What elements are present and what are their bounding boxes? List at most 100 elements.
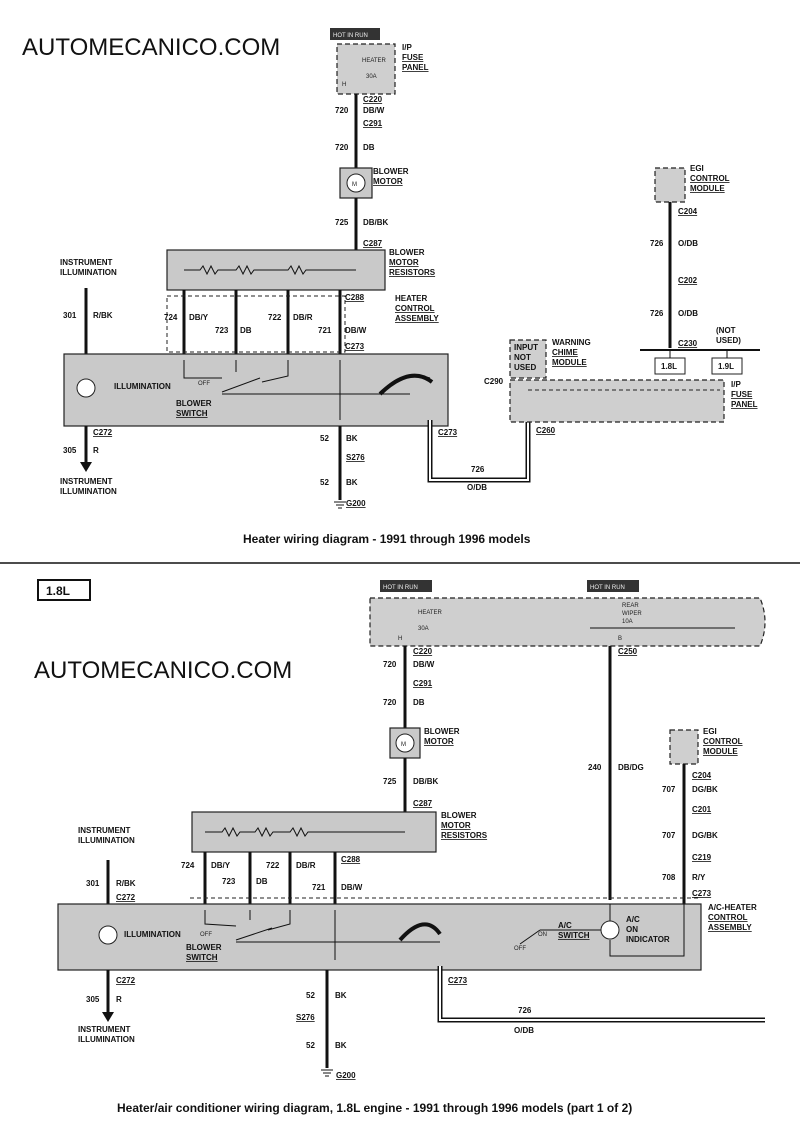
conn-c273-bottom: C273 [438, 428, 458, 437]
fuse-panel-line-1: I/P [402, 43, 412, 52]
wire-723-d2-color: DB [256, 877, 268, 886]
wire-301-d2-circuit: 301 [86, 879, 100, 888]
engine-badge: 1.8L [46, 584, 70, 598]
conn-c201: C201 [692, 805, 712, 814]
wire-720b-color: DB [363, 143, 375, 152]
conn-c230: C230 [678, 339, 698, 348]
warning-chime-3: MODULE [552, 358, 587, 367]
splice-s276: S276 [346, 453, 365, 462]
wire-305-d2-color: R [116, 995, 122, 1004]
ground-g200-d2: G200 [336, 1071, 356, 1080]
watermark-top: AUTOMECANICO.COM [22, 34, 280, 61]
wire-726c-color: O/DB [678, 309, 698, 318]
conn-c288-d2: C288 [341, 855, 361, 864]
wire-720-d2-circuit: 720 [383, 660, 397, 669]
hot-in-run-tag [330, 28, 380, 40]
wire-52-d2-circuit: 52 [306, 991, 315, 1000]
heater-fuse-amps: 30A [366, 74, 377, 80]
ground-icon-d2 [321, 1069, 333, 1077]
resistors-label-3: RESISTORS [389, 268, 436, 277]
watermark-bottom: AUTOMECANICO.COM [34, 657, 292, 684]
resistors-d2-3: RESISTORS [441, 831, 488, 840]
engine-18l: 1.8L [661, 362, 677, 371]
not-used-1: (NOT [716, 326, 736, 335]
instr-illum-d2-bottom-1: INSTRUMENT [78, 1025, 131, 1034]
wire-708-color: R/Y [692, 873, 706, 882]
fuse-panel-band [369, 597, 766, 647]
instr-illum-d2-top-2: ILLUMINATION [78, 836, 135, 845]
egi-label-3: MODULE [690, 184, 725, 193]
wire-725-d2-circuit: 725 [383, 777, 397, 786]
blower-motor-icon [346, 173, 366, 193]
egi-module-box [654, 167, 686, 203]
ac-heater-control-assembly [57, 903, 702, 971]
instr-illum-bottom-2: ILLUMINATION [60, 487, 117, 496]
wire-720b-d2-circuit: 720 [383, 698, 397, 707]
blower-switch-d2-2: SWITCH [186, 953, 218, 962]
wire-301-color: R/BK [93, 311, 113, 320]
egi-module-box-d2 [669, 729, 699, 765]
conn-c273-top: C273 [345, 342, 365, 351]
egi-label-1: EGI [690, 164, 704, 173]
wire-52-circuit: 52 [320, 434, 329, 443]
conn-c219: C219 [692, 853, 712, 862]
hot-in-run-tag-2 [587, 580, 639, 592]
off-label-ac: OFF [514, 946, 526, 952]
wire-721-circuit: 721 [318, 326, 332, 335]
ac-switch-1: A/C [558, 921, 572, 930]
rear-wiper-1: REAR [622, 603, 639, 609]
ground-icon [334, 501, 346, 509]
ground-g200: G200 [346, 499, 366, 508]
conn-c291-d2: C291 [413, 679, 433, 688]
wire-726b-circuit: 726 [650, 239, 664, 248]
instr-illum-bottom-1: INSTRUMENT [60, 477, 113, 486]
engine-badge-box [37, 579, 91, 601]
heater-control-assembly [63, 353, 449, 427]
wire-721-d2-circuit: 721 [312, 883, 326, 892]
rear-wiper-pin: B [618, 636, 622, 642]
wire-724-d2-color: DB/Y [211, 861, 231, 870]
arrow-down-icon [80, 462, 92, 472]
resistors-d2-2: MOTOR [441, 821, 471, 830]
wire-726-d2 [437, 966, 765, 1023]
wire-720-circuit: 720 [335, 106, 349, 115]
input-not-used-box [509, 339, 547, 379]
fuse-panel-line-2: FUSE [402, 53, 424, 62]
splice-s276-d2: S276 [296, 1013, 315, 1022]
wire-726-circuit: 726 [471, 465, 485, 474]
wire-720b-d2-color: DB [413, 698, 425, 707]
resistor-network-d2 [205, 826, 405, 838]
instr-illum-top-1: INSTRUMENT [60, 258, 113, 267]
wire-52-d2-color: BK [335, 991, 347, 1000]
resistors-d2-1: BLOWER [441, 811, 477, 820]
svg-text:M: M [352, 182, 357, 188]
illumination-label: ILLUMINATION [114, 382, 171, 391]
hot-in-run-label: HOT IN RUN [333, 33, 368, 39]
conn-c204: C204 [678, 207, 698, 216]
wire-723-color: DB [240, 326, 252, 335]
wire-723-circuit: 723 [215, 326, 229, 335]
wire-240-color: DB/DG [618, 763, 644, 772]
blower-switch-contacts [183, 360, 431, 420]
wire-721-d2-color: DB/W [341, 883, 363, 892]
wire-305-d2-circuit: 305 [86, 995, 100, 1004]
wire-708-circuit: 708 [662, 873, 676, 882]
hot-in-run-label-1: HOT IN RUN [383, 585, 418, 591]
ac-heater-3: ASSEMBLY [708, 923, 752, 932]
wire-52b-color: BK [346, 478, 358, 487]
illumination-label-d2: ILLUMINATION [124, 930, 181, 939]
blower-motor-d2-2: MOTOR [424, 737, 454, 746]
wire-725-d2-color: DB/BK [413, 777, 439, 786]
wire-725-circuit: 725 [335, 218, 349, 227]
hot-in-run-label-2: HOT IN RUN [590, 585, 625, 591]
ip-fuse-panel-box [336, 43, 396, 95]
wire-722-d2-color: DB/R [296, 861, 316, 870]
wire-722-circuit: 722 [268, 313, 282, 322]
egi-d2-3: MODULE [703, 747, 738, 756]
wire-707b-color: DG/BK [692, 831, 718, 840]
wire-707b-circuit: 707 [662, 831, 676, 840]
wire-726-d2-circuit: 726 [518, 1006, 532, 1015]
heater-fuse-amps-2: 30A [418, 626, 429, 632]
conn-c220-d2: C220 [413, 647, 433, 656]
blower-switch-d2-1: BLOWER [186, 943, 222, 952]
